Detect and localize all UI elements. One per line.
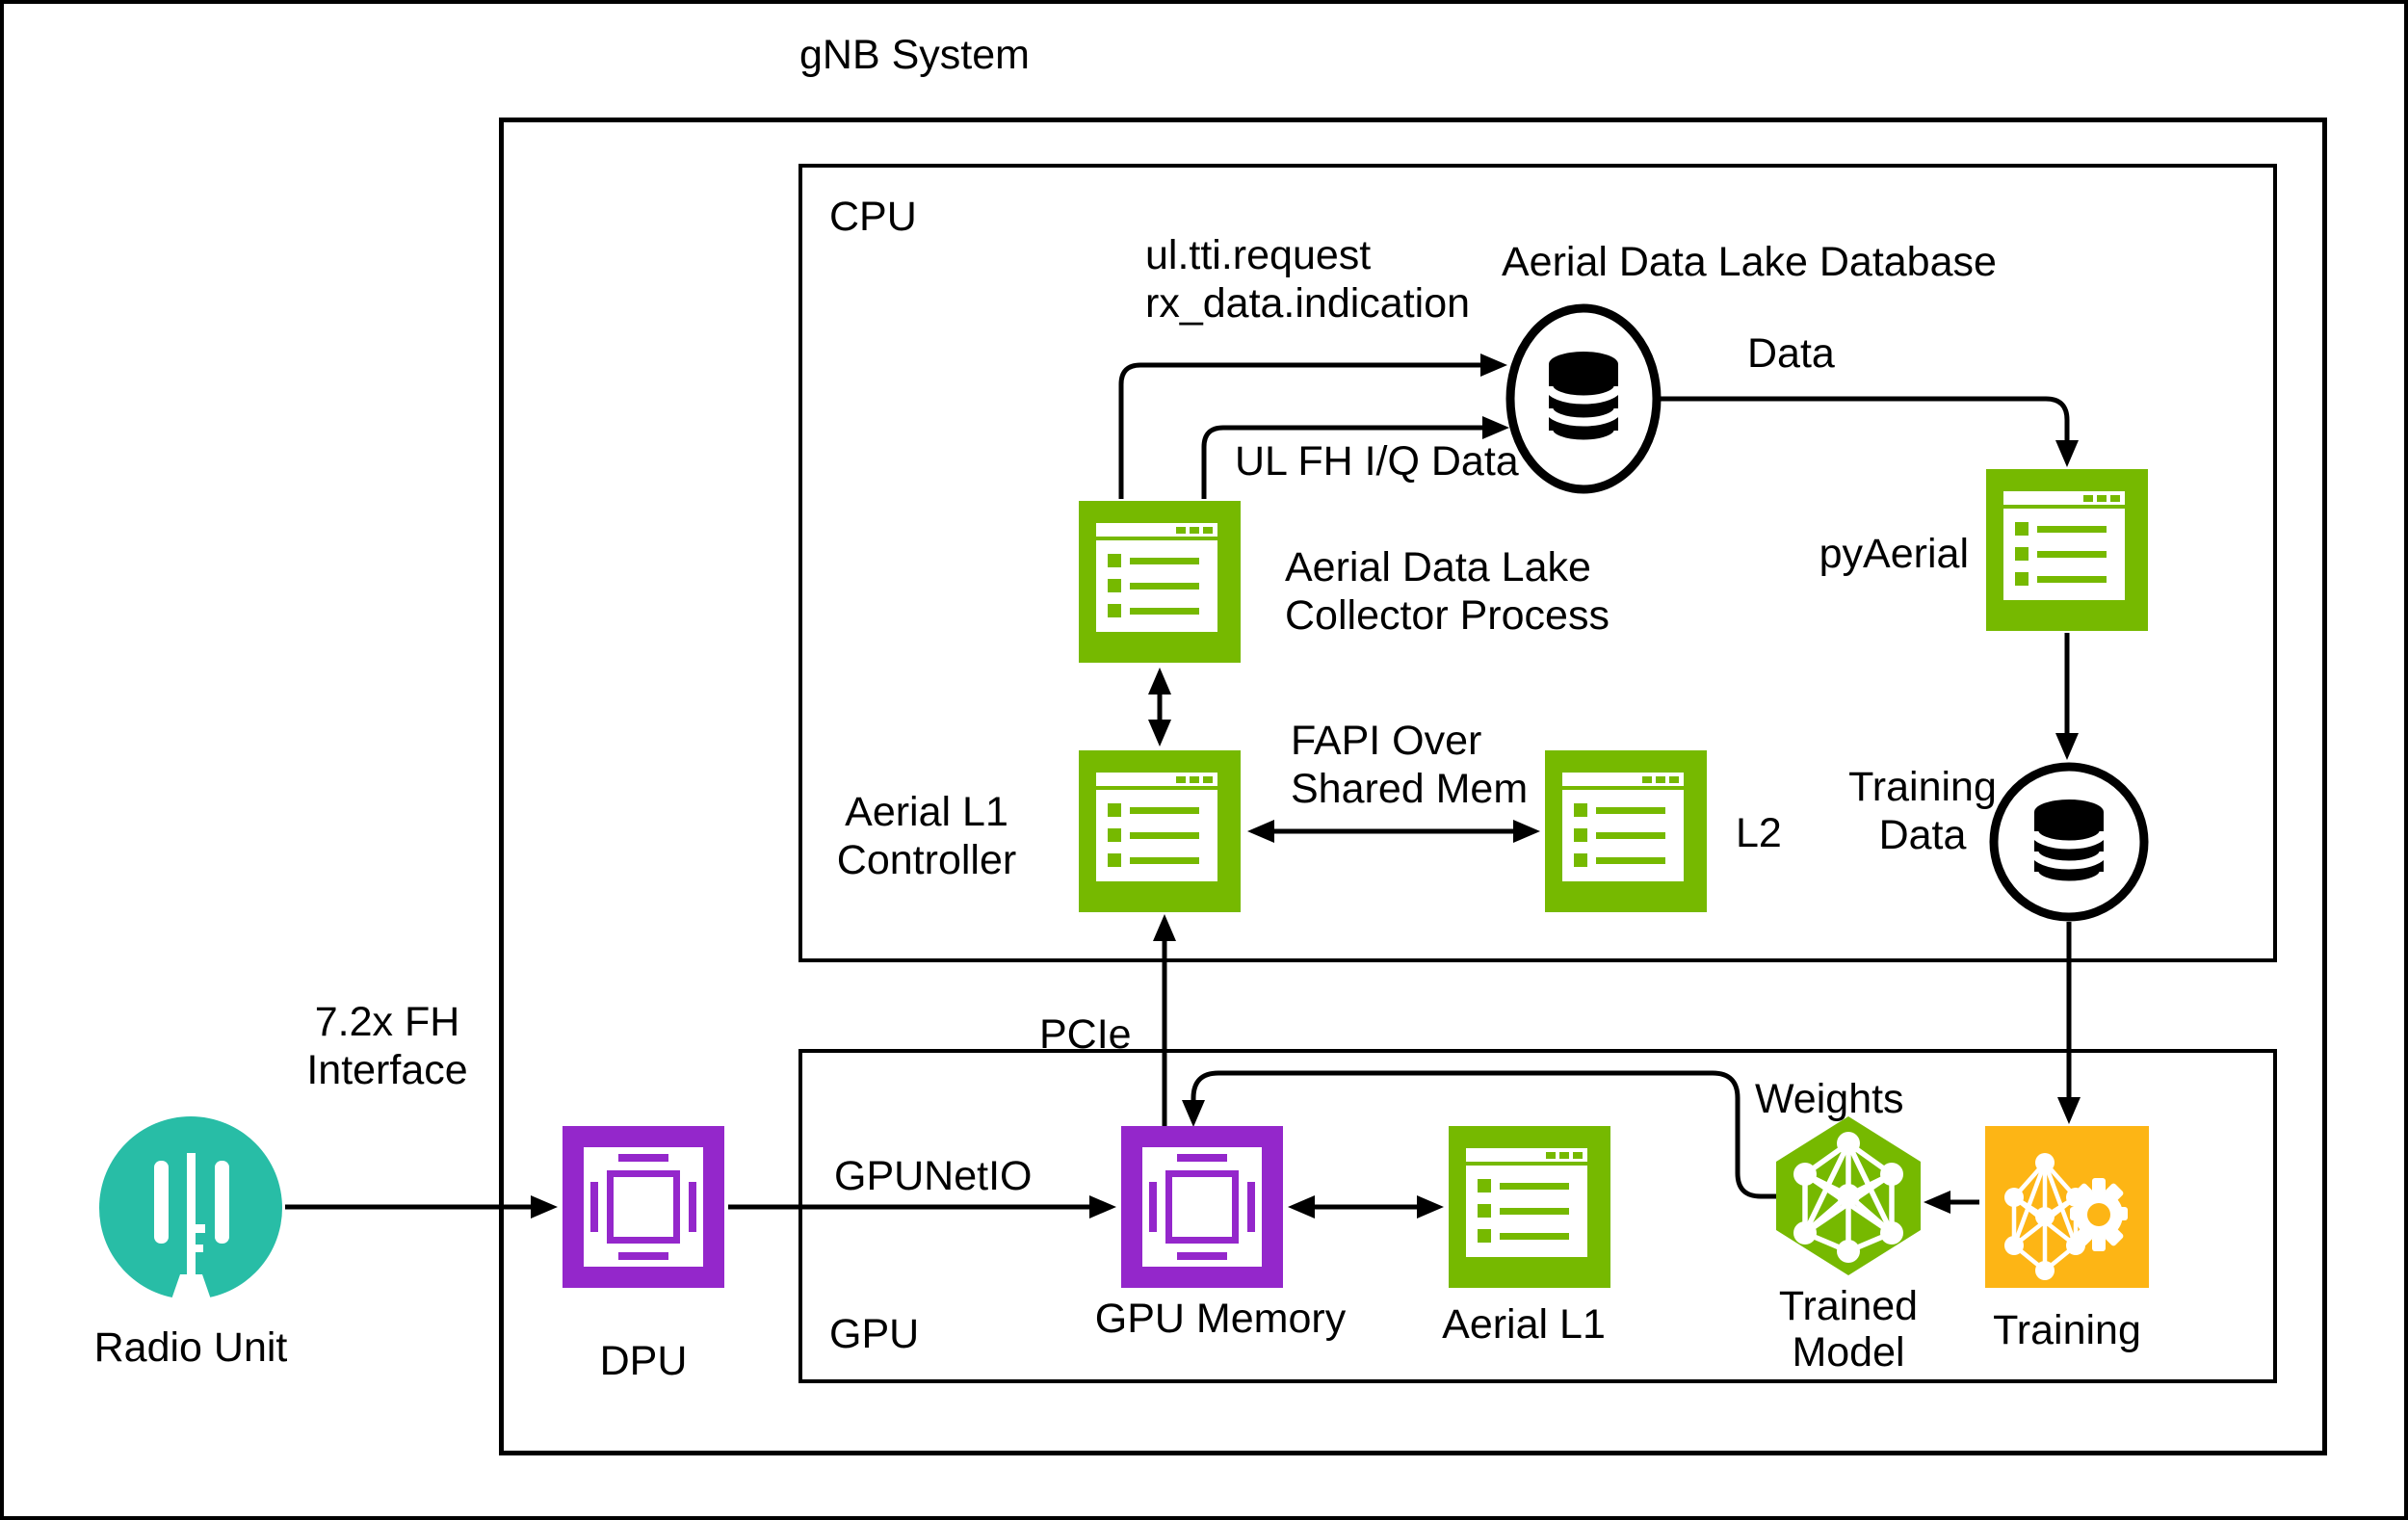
ul-fh-iq-label: UL FH I/Q Data	[1235, 438, 1519, 485]
cpu-box	[798, 164, 2277, 962]
data-label: Data	[1747, 330, 1835, 377]
gpu-label: GPU	[829, 1311, 920, 1357]
dpu-label: DPU	[599, 1338, 688, 1384]
chip-die	[1165, 1170, 1239, 1244]
window-titlebar	[1466, 1148, 1587, 1162]
gpunetio-label: GPUNetIO	[834, 1153, 1033, 1199]
weights-label: Weights	[1755, 1076, 1904, 1122]
gnb-system-box	[499, 118, 2327, 1455]
training-data-database-icon	[1989, 762, 2149, 922]
window-body	[1466, 1166, 1587, 1257]
pyaerial-label: pyAerial	[1819, 531, 1969, 577]
radio-unit-antenna-icon	[99, 1116, 282, 1299]
pyaerial-icon	[1986, 469, 2148, 631]
aerial-l1-icon	[1449, 1126, 1610, 1288]
data-lake-collector-label: Aerial Data Lake Collector Process	[1285, 544, 1610, 639]
gnb-system-title: gNB System	[799, 32, 1030, 78]
gpu-memory-chip-icon	[1121, 1126, 1283, 1288]
aerial-l1-controller-label: Aerial L1 Controller	[836, 789, 1017, 883]
radio-unit-label: Radio Unit	[93, 1324, 288, 1371]
gpu-box	[798, 1049, 2277, 1383]
database-icon	[1505, 303, 1662, 494]
fapi-shared-mem-label: FAPI Over Shared Mem	[1291, 718, 1529, 812]
window-titlebar	[1562, 773, 1684, 786]
aerial-l1-label: Aerial L1	[1442, 1301, 1606, 1348]
data-lake-collector-icon	[1079, 501, 1241, 663]
pcie-label: PCIe	[1039, 1011, 1132, 1058]
window-body	[1562, 790, 1684, 881]
training-data-label: Training Data	[1848, 764, 1997, 858]
window-body	[2003, 509, 2125, 600]
l2-label: L2	[1736, 810, 1782, 856]
window-titlebar	[1096, 523, 1217, 537]
data-lake-database-label: Aerial Data Lake Database	[1502, 239, 1997, 285]
trained-model-label: Trained Model	[1778, 1283, 1919, 1376]
training-label: Training	[1993, 1307, 2141, 1353]
window-body	[1096, 540, 1217, 632]
cpu-label: CPU	[829, 194, 917, 240]
training-gear-icon	[1985, 1126, 2149, 1288]
ul-tti-label: ul.tti.request rx_data.indication	[1145, 232, 1471, 327]
aerial-l1-controller-icon	[1079, 750, 1241, 912]
l2-icon	[1545, 750, 1707, 912]
fh-interface-label: 7.2x FH Interface	[306, 999, 468, 1093]
window-body	[1096, 790, 1217, 881]
chip-die	[607, 1170, 680, 1244]
window-titlebar	[1096, 773, 1217, 786]
trained-model-neural-network-icon	[1776, 1116, 1921, 1275]
dpu-chip-icon	[563, 1126, 724, 1288]
gpu-memory-label: GPU Memory	[1094, 1296, 1347, 1342]
window-titlebar	[2003, 491, 2125, 505]
